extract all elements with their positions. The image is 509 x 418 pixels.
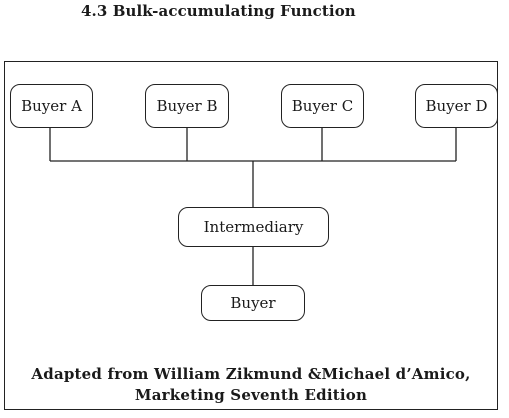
node-buyer-d: Buyer D bbox=[415, 84, 498, 128]
diagram-frame bbox=[4, 61, 498, 410]
node-intermediary: Intermediary bbox=[178, 207, 329, 247]
caption-line-1: Adapted from William Zikmund &Michael d’… bbox=[31, 365, 471, 383]
caption-line-2: Marketing Seventh Edition bbox=[134, 386, 368, 404]
node-buyer-b: Buyer B bbox=[145, 84, 229, 128]
node-buyer: Buyer bbox=[201, 285, 305, 321]
node-buyer-a: Buyer A bbox=[10, 84, 93, 128]
node-buyer-c: Buyer C bbox=[281, 84, 364, 128]
section-heading: 4.3 Bulk-accumulating Function bbox=[81, 2, 356, 20]
